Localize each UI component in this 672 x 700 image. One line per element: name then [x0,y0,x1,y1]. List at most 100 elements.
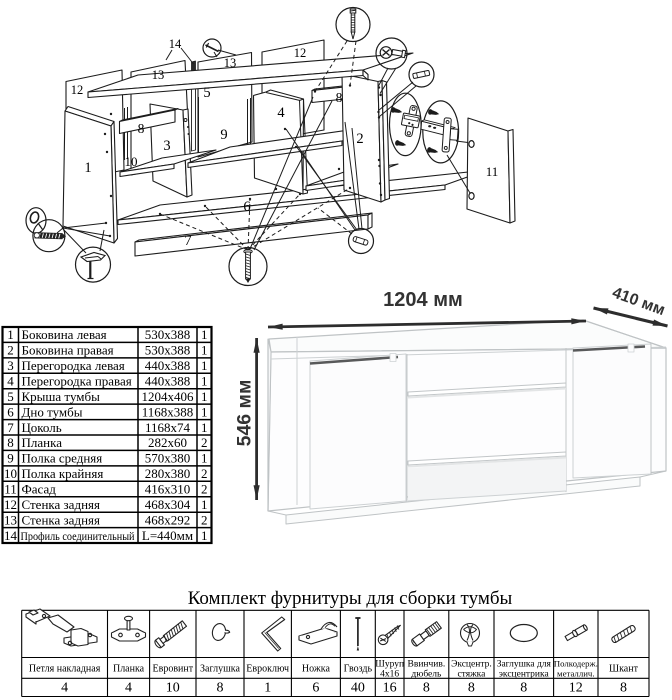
svg-text:Петля накладная: Петля накладная [29,664,101,675]
svg-text:11: 11 [4,482,17,497]
svg-text:7: 7 [7,420,14,435]
svg-text:440x388: 440x388 [145,374,191,389]
svg-text:8: 8 [7,435,14,450]
svg-text:6: 6 [312,681,319,696]
svg-text:1: 1 [264,681,271,696]
svg-text:1: 1 [201,404,208,419]
svg-text:8: 8 [520,681,527,696]
svg-text:12: 12 [4,497,17,512]
svg-text:Евровинт: Евровинт [152,664,193,675]
svg-text:8: 8 [217,681,224,696]
svg-text:13: 13 [224,56,237,70]
svg-text:1204 мм: 1204 мм [383,289,463,311]
svg-text:Ножка: Ножка [302,664,331,675]
svg-text:530x388: 530x388 [145,343,191,358]
svg-text:6: 6 [7,404,14,419]
svg-text:280x380: 280x380 [145,466,191,481]
svg-text:8: 8 [468,681,475,696]
svg-text:Боковина левая: Боковина левая [22,327,107,342]
svg-text:2: 2 [201,435,208,450]
svg-text:10: 10 [125,154,138,169]
svg-text:1: 1 [201,358,208,373]
svg-text:Фасад: Фасад [22,482,57,497]
svg-text:4: 4 [277,105,285,121]
svg-text:Дно тумбы: Дно тумбы [22,404,83,419]
svg-text:Стенка задняя: Стенка задняя [22,497,101,512]
svg-text:11: 11 [486,164,499,179]
svg-text:1168x388: 1168x388 [142,404,194,419]
svg-text:Гвоздь: Гвоздь [344,664,373,675]
svg-text:12: 12 [569,681,583,696]
svg-text:468x304: 468x304 [145,497,191,512]
svg-text:1204x406: 1204x406 [142,389,195,404]
svg-text:5: 5 [203,85,210,101]
svg-text:8: 8 [423,681,430,696]
svg-text:1: 1 [201,374,208,389]
svg-text:3: 3 [7,358,14,373]
svg-text:40: 40 [351,681,365,696]
svg-text:Цоколь: Цоколь [22,420,62,435]
svg-text:1: 1 [201,451,208,466]
svg-text:Полка крайняя: Полка крайняя [22,466,104,481]
svg-text:4: 4 [7,374,14,389]
svg-text:Полка средняя: Полка средняя [22,451,103,466]
svg-text:Перегородка правая: Перегородка правая [22,374,132,389]
svg-text:Перегородка левая: Перегородка левая [22,358,125,373]
svg-text:2: 2 [201,482,208,497]
svg-text:1: 1 [7,327,14,342]
svg-text:9: 9 [7,451,14,466]
svg-text:Заглушка: Заглушка [200,664,240,675]
svg-text:Планка: Планка [113,664,145,675]
svg-text:16: 16 [383,681,397,696]
svg-text:1: 1 [201,327,208,342]
svg-text:8: 8 [336,90,343,105]
svg-text:12: 12 [71,83,84,97]
svg-text:Евроключ: Евроключ [246,664,289,675]
svg-text:10: 10 [166,681,180,696]
svg-text:L=440мм: L=440мм [142,528,193,543]
svg-text:468x292: 468x292 [145,512,191,527]
svg-text:Профиль соединительный: Профиль соединительный [21,531,135,543]
svg-text:5: 5 [7,389,14,404]
svg-text:2: 2 [201,512,208,527]
svg-text:570x380: 570x380 [145,451,191,466]
svg-text:Боковина правая: Боковина правая [22,343,114,358]
svg-text:10: 10 [4,466,17,481]
svg-text:2: 2 [201,466,208,481]
svg-text:Стенка задняя: Стенка задняя [22,512,101,527]
svg-text:1: 1 [84,160,91,176]
svg-text:стяжка: стяжка [457,670,486,680]
svg-text:4: 4 [61,681,68,696]
svg-text:Заглушка для: Заглушка для [497,660,552,670]
svg-text:12: 12 [294,46,307,60]
svg-text:Шкант: Шкант [609,664,639,675]
svg-text:6: 6 [243,199,250,215]
svg-text:530x388: 530x388 [145,327,191,342]
svg-text:2: 2 [7,343,14,358]
svg-text:416x310: 416x310 [145,482,191,497]
svg-text:1: 1 [201,528,208,543]
svg-text:8: 8 [138,121,145,136]
svg-text:1: 1 [201,497,208,512]
svg-text:1168x74: 1168x74 [145,420,191,435]
svg-text:1: 1 [201,343,208,358]
svg-text:Ввинчив.: Ввинчив. [408,660,446,670]
svg-text:Крыша тумбы: Крыша тумбы [22,389,101,404]
svg-text:Планка: Планка [22,435,63,450]
svg-text:7: 7 [184,233,191,249]
svg-text:13: 13 [4,512,17,527]
svg-text:8: 8 [620,681,627,696]
svg-text:металлич.: металлич. [557,669,595,679]
svg-text:4: 4 [125,681,132,696]
svg-text:3: 3 [163,138,170,154]
svg-text:13: 13 [152,68,165,82]
svg-text:14: 14 [169,37,182,51]
svg-text:эксцентрика: эксцентрика [499,670,550,680]
svg-text:Полкодерж.: Полкодерж. [554,659,598,669]
svg-text:14: 14 [4,528,18,543]
svg-text:4x16: 4x16 [380,670,399,680]
svg-text:Шуруп: Шуруп [375,660,404,670]
svg-text:9: 9 [220,127,227,143]
svg-text:2: 2 [356,131,363,147]
svg-text:Эксцентр.: Эксцентр. [451,660,492,670]
